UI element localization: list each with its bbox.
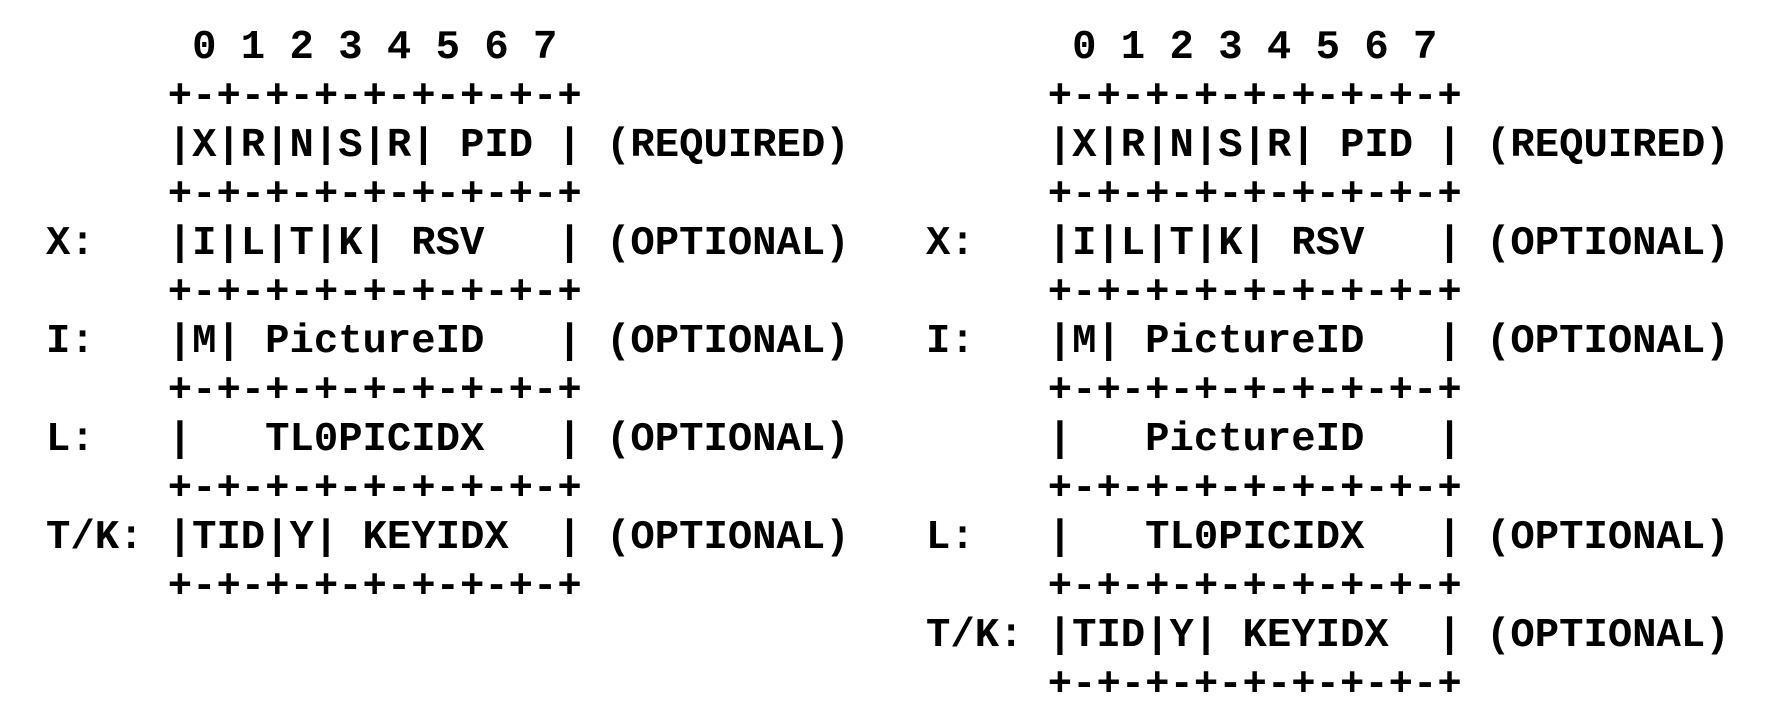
- vp8-payload-descriptor-diagram-one-byte-pictureid: 0 1 2 3 4 5 6 7 +-+-+-+-+-+-+-+-+ |X|R|N…: [46, 25, 850, 610]
- vp8-payload-descriptor-diagram-two-byte-pictureid: 0 1 2 3 4 5 6 7 +-+-+-+-+-+-+-+-+ |X|R|N…: [926, 25, 1730, 708]
